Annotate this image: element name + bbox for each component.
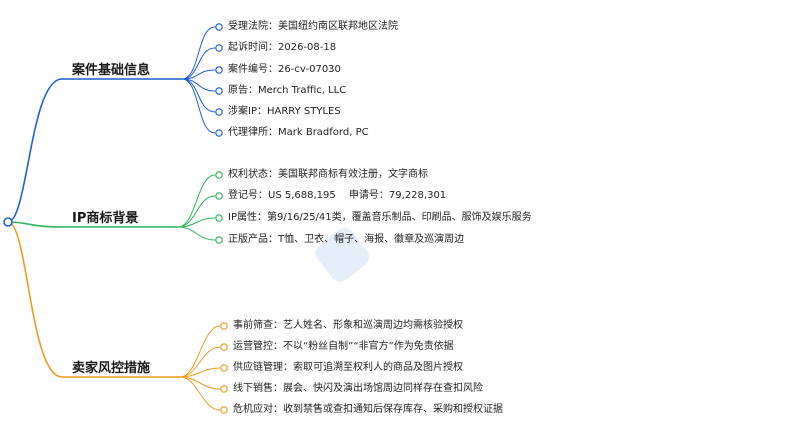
leaf-ip-classes: IP属性：第9/16/25/41类，覆盖音乐制品、印刷品、服饰及娱乐服务 bbox=[228, 212, 532, 223]
leaf-link-risk-control-2 bbox=[179, 367, 221, 378]
leaf-crisis-response: 危机应对：收到禁售或查扣通知后保存库存、采购和授权证据 bbox=[233, 404, 503, 415]
leaf-node-risk-control-3 bbox=[220, 385, 228, 393]
leaf-link-basic-info-5 bbox=[181, 78, 216, 134]
leaf-node-basic-info-1 bbox=[215, 44, 223, 52]
leaf-node-ip-background-1 bbox=[215, 192, 223, 200]
leaf-registration-number: 登记号：US 5,688,195 申请号：79,228,301 bbox=[228, 190, 447, 201]
leaf-node-basic-info-4 bbox=[215, 108, 223, 116]
leaf-case-number: 案件编号：26-cv-07030 bbox=[228, 64, 341, 75]
root-link-ip-background bbox=[7, 221, 63, 228]
leaf-node-risk-control-2 bbox=[220, 364, 228, 372]
leaf-genuine-products: 正版产品：T恤、卫衣、帽子、海报、徽章及巡演周边 bbox=[228, 234, 465, 245]
leaf-node-risk-control-1 bbox=[220, 343, 228, 351]
leaf-node-ip-background-3 bbox=[215, 236, 223, 244]
leaf-pre-screening: 事前筛查：艺人姓名、形象和巡演周边均需核验授权 bbox=[233, 320, 463, 331]
branch-title-basic-info: 案件基础信息 bbox=[72, 63, 151, 78]
leaf-node-risk-control-0 bbox=[220, 322, 228, 330]
leaf-plaintiff: 原告：Merch Traffic, LLC bbox=[228, 85, 347, 96]
leaf-node-basic-info-0 bbox=[215, 23, 223, 31]
leaf-filing-date: 起诉时间：2026-08-18 bbox=[228, 42, 337, 53]
leaf-node-basic-info-2 bbox=[215, 66, 223, 74]
leaf-link-ip-background-0 bbox=[177, 174, 216, 228]
branch-title-ip-background: IP商标背景 bbox=[72, 211, 139, 226]
leaf-link-risk-control-4 bbox=[179, 376, 221, 411]
leaf-law-firm: 代理律所：Mark Bradford, PC bbox=[228, 127, 369, 138]
leaf-node-basic-info-3 bbox=[215, 87, 223, 95]
leaf-node-basic-info-5 bbox=[215, 129, 223, 137]
branch-title-risk-control: 卖家风控措施 bbox=[72, 361, 151, 376]
leaf-node-ip-background-2 bbox=[215, 214, 223, 222]
leaf-supply-chain: 供应链管理：索取可追溯至权利人的商品及图片授权 bbox=[233, 362, 463, 373]
leaf-court: 受理法院：美国纽约南区联邦地区法院 bbox=[228, 21, 398, 32]
leaf-link-ip-background-1 bbox=[177, 195, 216, 228]
root-link-basic-info bbox=[7, 78, 63, 223]
leaf-link-basic-info-1 bbox=[181, 47, 216, 80]
leaf-node-risk-control-4 bbox=[220, 406, 228, 414]
leaf-ip: 涉案IP：HARRY STYLES bbox=[228, 106, 341, 117]
leaf-right-status: 权利状态：美国联邦商标有效注册，文字商标 bbox=[228, 169, 428, 180]
leaf-operation-control: 运营管控：不以“粉丝自制”“非官方”作为免责依据 bbox=[233, 341, 454, 352]
leaf-link-basic-info-0 bbox=[181, 26, 216, 80]
root-node bbox=[3, 217, 13, 227]
leaf-node-ip-background-0 bbox=[215, 171, 223, 179]
leaf-link-risk-control-0 bbox=[179, 325, 221, 378]
leaf-link-risk-control-1 bbox=[179, 346, 221, 378]
leaf-offline-sales: 线下销售：展会、快闪及演出场馆周边同样存在查扣风险 bbox=[233, 383, 483, 394]
leaf-link-ip-background-3 bbox=[177, 226, 216, 241]
root-link-risk-control bbox=[7, 221, 63, 378]
